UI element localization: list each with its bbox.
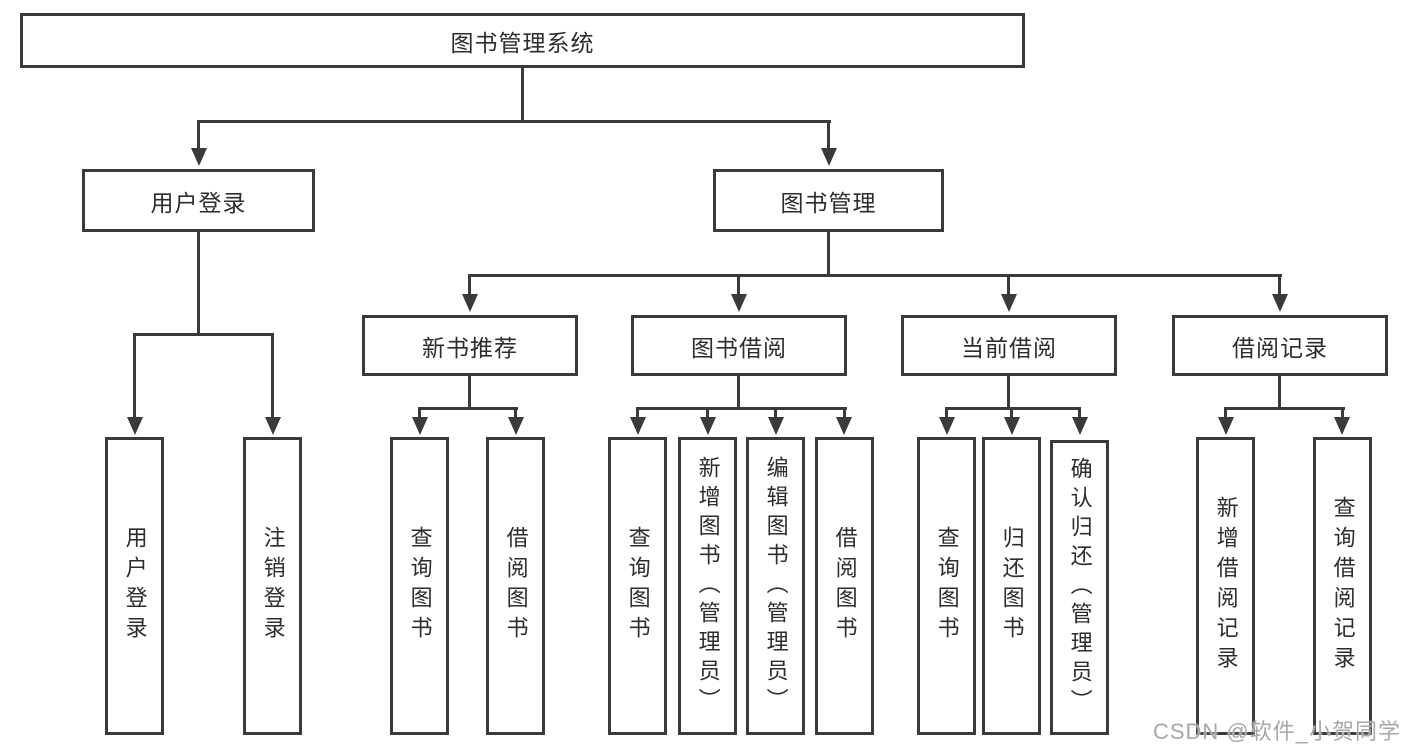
node-current-borrowing: 当前借阅 [901,315,1117,376]
connector-line [827,120,830,150]
connector-line [197,120,200,150]
arrow-head [1004,417,1020,435]
node-new-book-recommend: 新书推荐 [362,315,578,376]
connector-line [133,333,136,419]
connector-line [706,407,709,419]
leaf-add-borrow-record: 新增借阅记录 [1196,437,1255,735]
node-label: 借阅记录 [1232,334,1328,361]
node-label: 归还图书 [999,526,1025,646]
leaf-add-books-admin: 新增图书（管理员） [678,437,737,735]
leaf-query-books-current: 查询图书 [917,437,976,735]
node-label: 用户登录 [122,526,148,646]
arrow-head [1218,417,1234,435]
node-label: 查询图书 [934,526,960,646]
node-root-library-system: 图书管理系统 [20,13,1025,68]
node-label: 确认归还（管理员） [1067,457,1093,718]
node-label: 图书管理 [780,189,877,216]
arrow-head [700,417,716,435]
node-book-borrowing: 图书借阅 [631,315,847,376]
arrow-head [412,417,428,435]
connector-line [737,376,740,409]
arrow-head [630,417,646,435]
connector-line [1278,274,1281,296]
node-user-login: 用户登录 [82,169,315,232]
arrow-head [462,294,478,312]
node-label: 新书推荐 [422,334,518,361]
node-label: 当前借阅 [961,334,1057,361]
arrow-head [1334,417,1350,435]
leaf-query-books-borrowing: 查询图书 [608,437,667,735]
node-label: 新增图书（管理员） [695,455,721,717]
leaf-return-books: 归还图书 [982,437,1041,735]
connector-line [636,407,847,410]
leaf-borrow-books-recommend: 借阅图书 [486,437,545,735]
connector-line [468,274,1282,277]
connector-line [1278,376,1281,409]
connector-line [827,232,830,277]
arrow-head [265,417,281,435]
connector-line [197,232,200,335]
connector-line [737,274,740,296]
node-label: 借阅图书 [832,526,858,646]
leaf-logout: 注销登录 [243,437,302,735]
node-book-management: 图书管理 [713,169,944,232]
node-label: 图书管理系统 [450,29,595,56]
connector-line [1007,376,1010,409]
leaf-query-borrow-record: 查询借阅记录 [1313,437,1372,735]
connector-line [636,407,639,419]
arrow-head [1072,417,1088,435]
node-label: 图书借阅 [691,334,787,361]
node-label: 借阅图书 [503,526,529,646]
node-borrowing-records: 借阅记录 [1172,315,1388,376]
leaf-edit-books-admin: 编辑图书（管理员） [746,437,805,735]
csdn-watermark: CSDN @软件_小贺同学 [1152,719,1401,744]
node-label: 查询借阅记录 [1330,496,1356,676]
leaf-query-books-recommend: 查询图书 [390,437,449,735]
connector-line [468,376,471,409]
connector-line [418,407,421,419]
node-label: 新增借阅记录 [1213,496,1239,676]
connector-line [514,407,517,419]
connector-line [521,68,524,122]
connector-line [1224,407,1345,410]
node-label: 查询图书 [407,526,433,646]
connector-line [1010,407,1013,419]
arrow-head [1001,294,1017,312]
arrow-head [768,417,784,435]
node-label: 注销登录 [260,526,286,646]
connector-line [133,333,273,336]
connector-line [418,407,518,410]
connector-line [774,407,777,419]
arrow-head [508,417,524,435]
connector-line [843,407,846,419]
leaf-borrow-books: 借阅图书 [815,437,874,735]
connector-line [945,407,948,419]
connector-line [1224,407,1227,419]
node-label: 用户登录 [150,189,247,216]
connector-line [1078,407,1081,419]
connector-line [271,333,274,419]
arrow-head [836,417,852,435]
leaf-confirm-return-admin: 确认归还（管理员） [1050,440,1109,735]
arrow-head [127,417,143,435]
connector-line [1341,407,1344,419]
connector-line [1007,274,1010,296]
connector-line [198,120,831,123]
connector-line [468,274,471,296]
arrow-head [821,148,837,166]
arrow-head [1272,294,1288,312]
arrow-head [939,417,955,435]
node-label: 查询图书 [625,526,651,646]
node-label: 编辑图书（管理员） [763,455,789,717]
arrow-head [191,148,207,166]
arrow-head [731,294,747,312]
connector-line [945,407,1081,410]
leaf-user-login: 用户登录 [105,437,164,735]
